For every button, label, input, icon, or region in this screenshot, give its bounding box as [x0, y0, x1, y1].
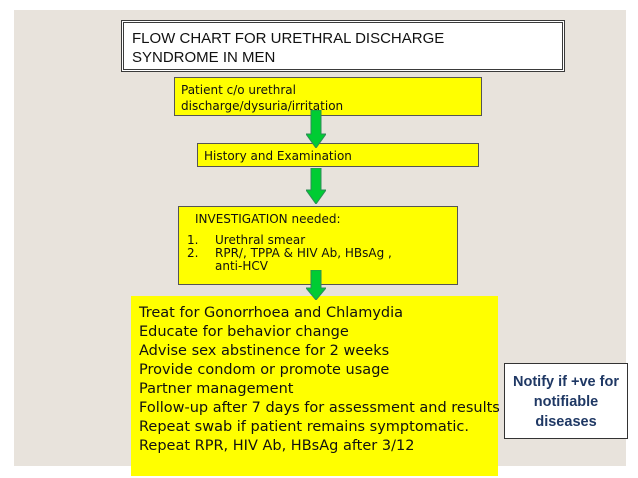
- investigation-item-2-number: 2.: [187, 246, 199, 260]
- notify-line-3: diseases: [535, 414, 597, 430]
- patient-line-1: Patient c/o urethral: [181, 83, 296, 97]
- notify-box: Notify if +ve for notifiable diseases: [504, 363, 628, 439]
- treatment-line: Provide condom or promote usage: [139, 362, 390, 378]
- treatment-line: Treat for Gonorrhoea and Chlamydia: [139, 305, 404, 321]
- title-line-2: SYNDROME IN MEN: [132, 49, 276, 66]
- treatment-line: Educate for behavior change: [139, 324, 349, 340]
- treatment-box: Treat for Gonorrhoea and Chlamydia Educa…: [131, 296, 500, 476]
- treatment-line: Repeat RPR, HIV Ab, HBsAg after 3/12: [139, 438, 415, 454]
- treatment-line: Advise sex abstinence for 2 weeks: [139, 343, 390, 359]
- investigation-item-1-text: Urethral smear: [215, 233, 306, 247]
- down-arrow-3: [306, 270, 326, 300]
- investigation-item-2-line-2: anti-HCV: [215, 259, 268, 273]
- investigation-item-2: 2. RPR/, TPPA & HIV Ab, HBsAg , anti-HCV: [187, 247, 449, 273]
- investigation-item-1: 1. Urethral smear: [187, 234, 449, 247]
- investigation-heading: INVESTIGATION needed:: [195, 212, 341, 226]
- history-examination-box: History and Examination: [197, 143, 479, 167]
- history-text: History and Examination: [204, 149, 352, 163]
- treatment-line: Partner management: [139, 381, 294, 397]
- notify-line-2: notifiable: [533, 394, 599, 410]
- investigation-item-1-number: 1.: [187, 233, 199, 247]
- patient-complaint-box: Patient c/o urethral discharge/dysuria/i…: [174, 77, 482, 116]
- chart-title: FLOW CHART FOR URETHRAL DISCHARGE SYNDRO…: [121, 20, 565, 72]
- treatment-line: Repeat swab if patient remains symptomat…: [139, 419, 469, 435]
- down-arrow-2: [306, 168, 326, 204]
- title-line-1: FLOW CHART FOR URETHRAL DISCHARGE: [132, 30, 445, 47]
- treatment-line: Follow-up after 7 days for assessment an…: [139, 400, 500, 416]
- investigation-item-2-line-1: RPR/, TPPA & HIV Ab, HBsAg ,: [215, 246, 392, 260]
- investigation-box: INVESTIGATION needed: 1. Urethral smear …: [178, 206, 458, 285]
- notify-line-1: Notify if +ve for: [513, 374, 619, 390]
- patient-line-2: discharge/dysuria/irritation: [181, 99, 344, 113]
- down-arrow-1: [306, 110, 326, 148]
